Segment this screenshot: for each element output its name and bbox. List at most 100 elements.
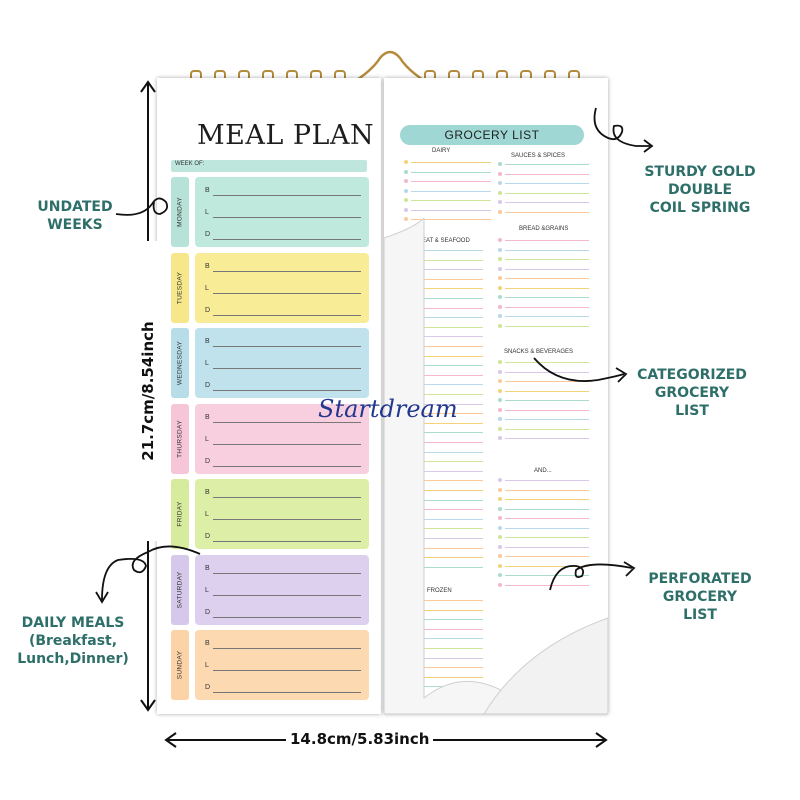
- checkbox-dot: [498, 497, 502, 501]
- grocery-line: [505, 390, 589, 392]
- day-name: TUESDAY: [176, 271, 184, 304]
- callout-line: DOUBLE: [667, 182, 733, 198]
- callout-daily-meals: DAILY MEALS (Breakfast, Lunch,Dinner): [10, 614, 136, 668]
- grocery-line: [411, 307, 483, 309]
- grocery-list-title: GROCERY LIST: [400, 125, 584, 145]
- callout-line: PERFORATED: [648, 571, 752, 587]
- grocery-line: [411, 374, 483, 376]
- meal-line: L: [205, 360, 361, 369]
- grocery-line: [411, 600, 483, 601]
- checkbox-dot: [498, 162, 502, 166]
- callout-line: GROCERY: [654, 385, 730, 401]
- grocery-line: [411, 288, 483, 290]
- checkbox-dot: [498, 388, 502, 393]
- grocery-line: [411, 538, 483, 539]
- checkbox-dot: [404, 217, 408, 221]
- grocery-line: [411, 317, 483, 319]
- meal-letter: B: [205, 187, 210, 194]
- grocery-line: [411, 162, 491, 163]
- grocery-line: [411, 200, 491, 201]
- day-name: THURSDAY: [176, 419, 184, 458]
- grocery-line: [411, 547, 483, 549]
- section-dairy: DAIRY: [432, 148, 451, 154]
- checkbox-dot: [404, 169, 408, 174]
- grocery-line: [505, 546, 589, 548]
- section-and: AND...: [534, 468, 552, 474]
- grocery-line: [505, 400, 589, 401]
- meal-line: B: [205, 187, 361, 196]
- grocery-line: [505, 173, 589, 175]
- meal-letter: D: [205, 382, 211, 389]
- checkbox-dot: [498, 478, 502, 482]
- checkbox-dot: [498, 314, 502, 318]
- day-tab: THURSDAY: [171, 403, 189, 474]
- checkbox-dot: [498, 304, 502, 309]
- checkbox-dot: [404, 160, 408, 164]
- grocery-line: [411, 442, 483, 443]
- meal-letter: L: [205, 435, 209, 443]
- width-label: 14.8cm/5.83inch: [286, 730, 434, 748]
- callout-undated-weeks: UNDATED WEEKS: [20, 198, 130, 234]
- week-of-label: WEEK OF:: [175, 161, 205, 167]
- grocery-line: [411, 490, 483, 491]
- checkbox-dot: [498, 171, 502, 176]
- day-name: FRIDAY: [176, 501, 184, 527]
- grocery-line: [411, 509, 483, 511]
- meal-letter: L: [205, 360, 209, 367]
- callout-categorized: CATEGORIZED GROCERY LIST: [622, 366, 762, 420]
- day-name: SUNDAY: [176, 650, 184, 680]
- callout-line: CATEGORIZED: [637, 367, 747, 383]
- meal-letter: D: [205, 231, 211, 238]
- grocery-line: [505, 202, 589, 203]
- grocery-line: [411, 422, 483, 424]
- callout-arrow-perforated: [549, 561, 636, 591]
- grocery-line: [411, 259, 483, 261]
- grocery-line: [505, 556, 589, 557]
- callout-line: (Breakfast,: [28, 633, 118, 649]
- meal-letter: D: [205, 608, 211, 616]
- grocery-line: [411, 413, 483, 415]
- callout-line: DAILY MEALS: [21, 615, 125, 631]
- grocery-line: [505, 362, 589, 363]
- grocery-line: [505, 480, 589, 481]
- meal-letter: B: [205, 413, 210, 421]
- meal-line: B: [205, 565, 361, 574]
- grocery-line: [411, 628, 483, 630]
- grocery-line: [505, 183, 589, 184]
- callout-line: GROCERY: [662, 589, 738, 605]
- day-tab: WEDNESDAY: [171, 328, 189, 398]
- grocery-line: [505, 419, 589, 420]
- checkbox-dot: [498, 238, 502, 242]
- checkbox-dot: [404, 179, 408, 183]
- grocery-line: [505, 537, 589, 538]
- checkbox-dot: [498, 407, 502, 412]
- meal-letter: D: [205, 533, 211, 540]
- checkbox-dot: [498, 436, 502, 440]
- meal-line: L: [205, 587, 361, 596]
- grocery-line: [411, 190, 491, 192]
- grocery-line: [505, 438, 589, 439]
- checkbox-dot: [498, 369, 502, 374]
- callout-line: UNDATED: [37, 199, 113, 215]
- checkbox-dot: [498, 295, 502, 299]
- meal-line: D: [205, 608, 361, 618]
- grocery-line: [411, 518, 483, 520]
- callout-line: LIST: [683, 607, 717, 623]
- grocery-line: [505, 259, 589, 260]
- meal-line: D: [205, 533, 361, 542]
- grocery-line: [505, 409, 589, 411]
- grocery-line: [411, 609, 483, 611]
- checkbox-dot: [498, 487, 502, 492]
- checkbox-dot: [498, 181, 502, 185]
- checkbox-dot: [498, 285, 502, 290]
- hanger-wire: [339, 50, 441, 92]
- grocery-line: [505, 428, 589, 430]
- grocery-list-page: GROCERY LIST DAIRY SAUCES & SPICES BREAD…: [384, 78, 608, 715]
- grocery-line: [411, 451, 483, 453]
- meal-letter: L: [205, 662, 209, 669]
